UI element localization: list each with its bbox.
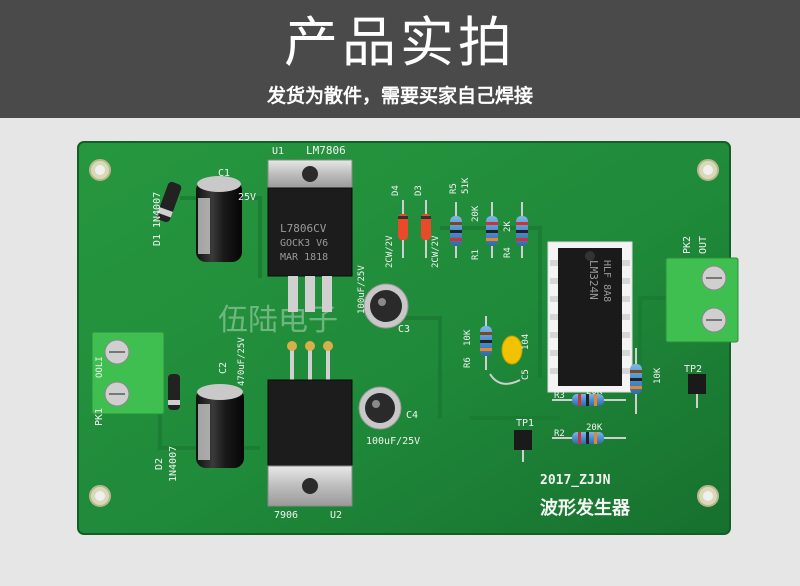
- ic-lm324-marking-2: HLF 8A8: [601, 260, 612, 302]
- label-c4: C4: [406, 410, 418, 421]
- resistor-r2: [552, 432, 626, 444]
- regulator-u2: [267, 341, 353, 507]
- mounting-holes: [89, 159, 719, 507]
- label-d1: D1: [152, 234, 163, 246]
- label-r4-value: 2K: [503, 221, 513, 232]
- label-u2: U2: [330, 510, 342, 521]
- zener-d4: [398, 200, 408, 258]
- label-c2-value: 470uF/25V: [237, 337, 247, 386]
- label-c1-voltage: 25V: [238, 192, 256, 203]
- zener-d3: [421, 200, 431, 258]
- label-r5: R5: [449, 183, 459, 194]
- product-photo: 伍陆电子 U1 LM7806 L7806CV GOCK3 V6 MAR 1818…: [0, 118, 800, 586]
- label-r2-value: 20K: [586, 423, 603, 433]
- ic-u1-marking-3: MAR 1818: [280, 252, 328, 263]
- resistor-r5: [450, 202, 462, 258]
- label-pk2-pin: OUT: [698, 236, 709, 254]
- label-r6-value: 10K: [463, 329, 473, 346]
- diode-d1: [156, 181, 182, 223]
- capacitor-c3: [363, 283, 409, 329]
- label-c5: C5: [521, 369, 531, 380]
- label-c2: C2: [218, 362, 229, 374]
- resistor-r6: [480, 316, 492, 370]
- testpoint-tp1: [514, 430, 532, 462]
- label-r1-value: 20K: [471, 205, 481, 222]
- label-r2: R2: [554, 429, 565, 439]
- header-banner: 产品实拍 发货为散件，需要买家自己焊接: [0, 0, 800, 118]
- resistor-r1: [486, 202, 498, 258]
- resistor-r3: [552, 394, 626, 406]
- diode-d2: [168, 374, 180, 410]
- capacitor-c1: [196, 176, 242, 262]
- label-d3-value: 2CW/2V: [431, 235, 441, 268]
- capacitor-c4: [358, 386, 402, 430]
- ic-u1-marking-2: GOCK3 V6: [280, 238, 328, 249]
- label-c5-value: 104: [521, 334, 531, 350]
- label-lm7806: LM7806: [306, 144, 346, 157]
- label-pk2: PK2: [682, 236, 693, 254]
- testpoint-tp2: [688, 374, 706, 408]
- label-r3-value: 20K: [586, 387, 603, 397]
- terminal-pk1: [91, 331, 165, 415]
- banner-title: 产品实拍: [284, 11, 516, 74]
- pcb-photo-illustration: 伍陆电子 U1 LM7806 L7806CV GOCK3 V6 MAR 1818…: [0, 118, 800, 586]
- label-r6: R6: [463, 357, 473, 368]
- regulator-u1: [267, 159, 353, 312]
- label-board-title: 波形发生器: [540, 497, 631, 519]
- label-year-code: 2017_ZJJN: [540, 473, 611, 488]
- label-u1: U1: [272, 146, 284, 157]
- label-tp2: TP2: [684, 364, 702, 375]
- label-d2: D2: [154, 458, 165, 470]
- label-r3: R3: [554, 391, 565, 401]
- capacitor-c5: [489, 335, 523, 385]
- banner-subtitle: 发货为散件，需要买家自己焊接: [266, 85, 533, 107]
- label-r4: R4: [503, 247, 513, 258]
- label-u2-part: 7906: [274, 510, 298, 521]
- watermark: 伍陆电子: [218, 303, 338, 338]
- capacitor-c2: [196, 384, 244, 468]
- label-pk1-pin: OOLI: [95, 356, 105, 378]
- resistor-r7: [630, 348, 642, 414]
- label-r7-value: 10K: [653, 367, 663, 384]
- label-r1: R1: [471, 249, 481, 260]
- label-d1-part: 1N4007: [152, 192, 163, 228]
- label-c3-value: 100uF/25V: [357, 265, 367, 314]
- label-c4-value: 100uF/25V: [366, 436, 420, 447]
- label-d4-value: 2CW/2V: [385, 235, 395, 268]
- label-c3: C3: [398, 324, 410, 335]
- label-c1: C1: [218, 168, 230, 179]
- label-d4: D4: [391, 185, 401, 196]
- label-pk1: PK1: [94, 408, 105, 426]
- terminal-pk2: [665, 257, 739, 343]
- label-d3: D3: [414, 185, 424, 196]
- op-amp-lm324: [547, 241, 633, 393]
- resistor-r4: [516, 202, 528, 258]
- ic-u1-marking-1: L7806CV: [280, 222, 327, 235]
- label-r5-value: 51K: [461, 177, 471, 194]
- label-d2-part: 1N4007: [168, 446, 179, 482]
- label-tp1: TP1: [516, 418, 534, 429]
- ic-lm324-marking-1: LM324N: [587, 260, 600, 300]
